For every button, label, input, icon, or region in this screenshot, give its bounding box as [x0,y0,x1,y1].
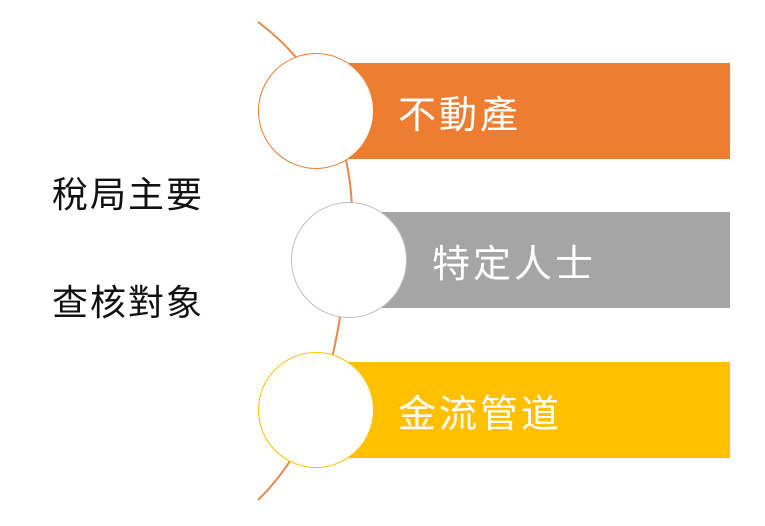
item-bar-real-estate: 不動產 [318,63,730,159]
item-bar-money-flow: 金流管道 [318,362,730,458]
heading-line-2: 查核對象 [52,283,205,324]
item-node-circle-1 [258,53,374,169]
heading-line-1: 稅局主要 [52,175,205,216]
item-bar-specific-persons: 特定人士 [350,212,730,308]
item-node-circle-3 [258,352,374,468]
item-label-real-estate: 不動產 [398,92,522,137]
item-node-circle-2 [291,202,407,318]
item-label-specific-persons: 特定人士 [432,241,597,286]
item-label-money-flow: 金流管道 [398,391,563,436]
